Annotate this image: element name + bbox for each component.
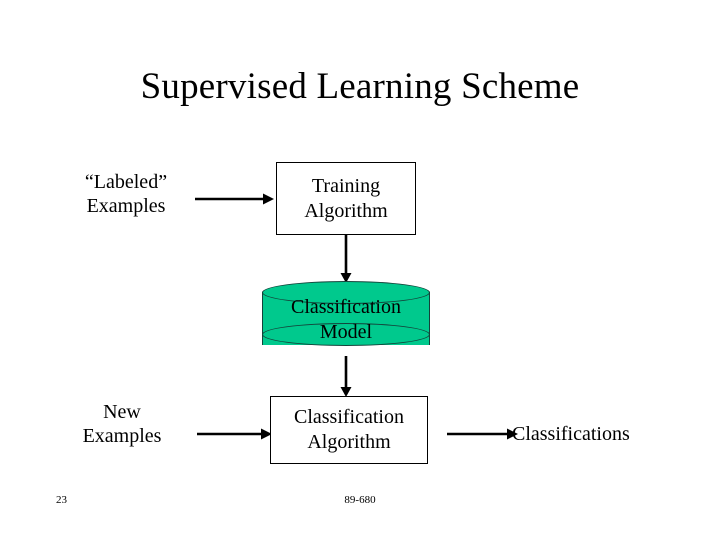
page-number: 23	[56, 494, 67, 506]
label-new-examples: New Examples	[82, 401, 162, 448]
node-classification-model: Classification Model	[262, 281, 430, 356]
label-classifications: Classifications	[512, 423, 630, 445]
arrow-training-algorithm-to-classification-model	[338, 235, 354, 283]
node-classification-algorithm: Classification Algorithm	[270, 396, 428, 464]
arrow-new-examples-to-classification-algorithm	[197, 425, 273, 443]
label-labeled-examples: “Labeled” Examples	[84, 171, 168, 218]
cylinder-top-ellipse	[262, 281, 430, 304]
node-training-algorithm: Training Algorithm	[276, 162, 416, 235]
cylinder-bottom-ellipse	[262, 323, 430, 346]
footer-code: 89-680	[344, 494, 376, 506]
arrow-classification-algorithm-to-classifications	[447, 425, 519, 443]
node-classification-model-label: Classification Model	[291, 296, 401, 343]
page-title: Supervised Learning Scheme	[140, 66, 580, 107]
arrow-labeled-examples-to-training-algorithm	[195, 190, 275, 208]
arrow-classification-model-to-classification-algorithm	[338, 356, 354, 397]
